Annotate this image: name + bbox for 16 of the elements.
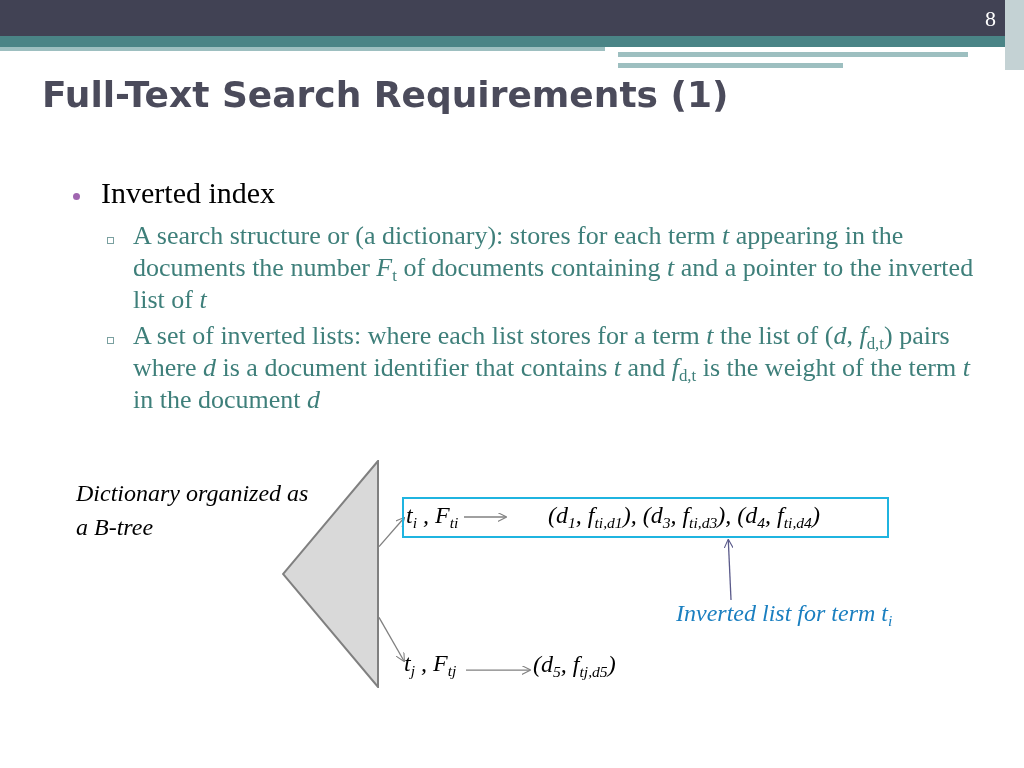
slide-title: Full-Text Search Requirements (1) xyxy=(42,74,729,115)
arrow xyxy=(463,511,508,523)
list-entry-text: t$_{i}$ , F$_{ti}$ xyxy=(406,502,466,536)
bullet-text: A set of inverted lists: where each list stores for a term t the list of (d, f$_{d,t}$) pairs where d is a document identifier that contains t and f$_{d,t}$ is the weight of the term t in the document d xyxy=(133,320,972,416)
annotation-text: Inverted list for term t$_{i}$ xyxy=(676,600,938,632)
list-entry-text: t$_{j}$ , F$_{tj}$ xyxy=(404,650,466,688)
inverted-list-frame xyxy=(402,497,889,538)
list-entry-text: (d$_{1}$, f$_{ti,d1}$), (d$_{3}$, f$_{ti,d3}$), (d$_{4}$, f$_{ti,d4}$) xyxy=(548,502,883,536)
arrow xyxy=(378,516,406,548)
bullet-heading: Inverted index xyxy=(101,176,276,210)
caption-text: Dictionary organized as a B-tree xyxy=(76,479,310,542)
list-entry-text: (d$_{5}$, f$_{tj,d5}$) xyxy=(533,651,638,685)
page-number: 8 xyxy=(984,6,996,32)
arrow xyxy=(465,665,532,676)
arrow xyxy=(378,616,405,663)
arrow xyxy=(723,538,734,601)
